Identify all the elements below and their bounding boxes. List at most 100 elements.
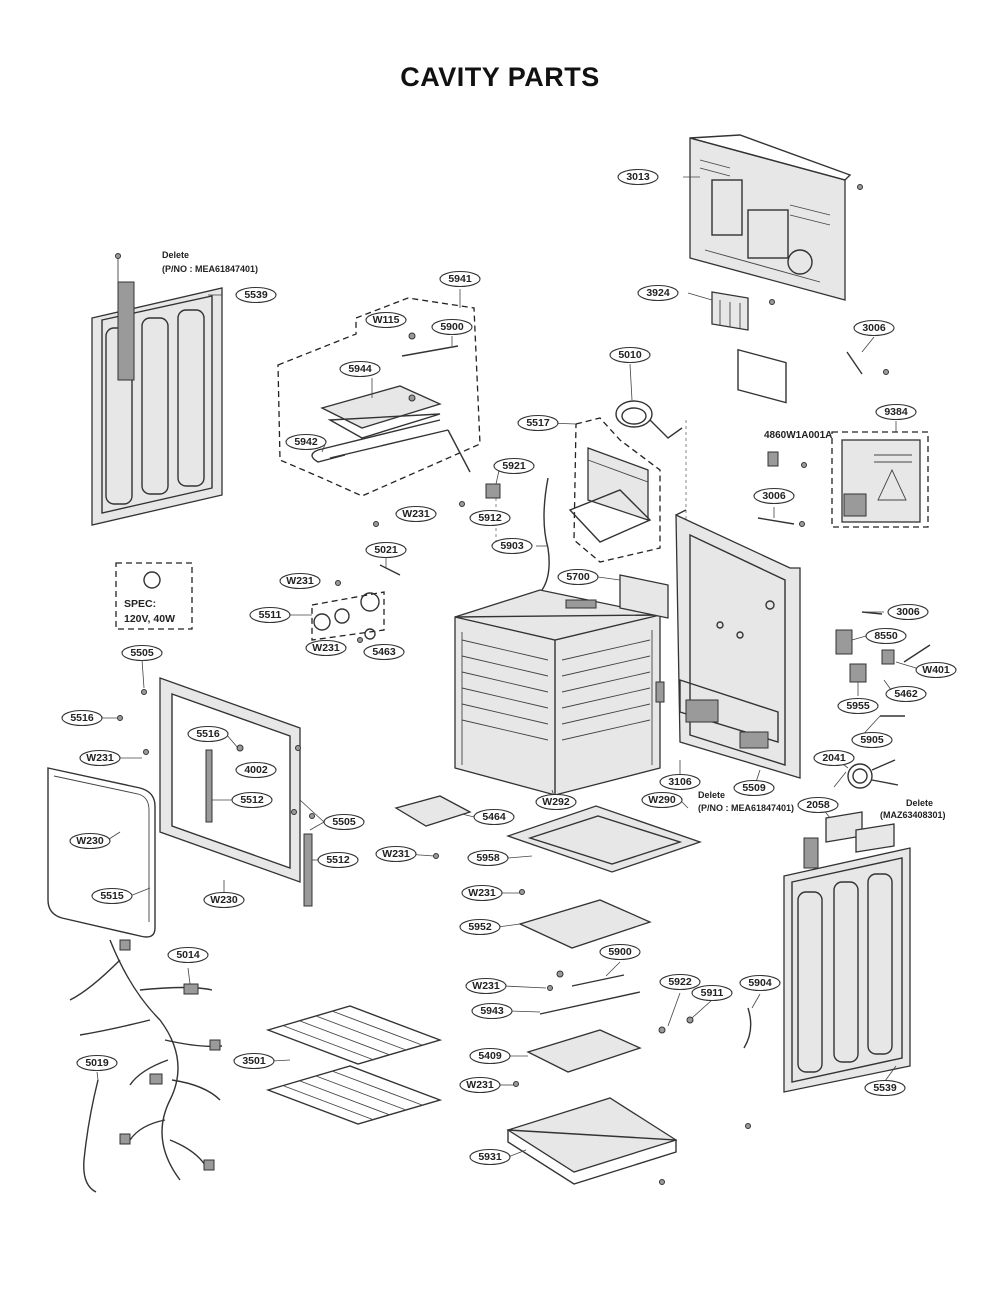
callout: 5952 (459, 918, 501, 936)
note-pno-top-left: (P/NO : MEA61847401) (162, 264, 258, 274)
svg-text:4002: 4002 (244, 764, 268, 776)
svg-text:5516: 5516 (196, 728, 220, 740)
callout: 5904 (739, 974, 781, 992)
back-panel-drawing (689, 134, 863, 404)
svg-text:5014: 5014 (176, 949, 200, 961)
svg-text:W292: W292 (542, 796, 570, 808)
callout: 5900 (599, 943, 641, 961)
svg-text:5517: 5517 (526, 417, 550, 429)
callout: W231 (79, 749, 121, 767)
svg-text:5019: 5019 (85, 1057, 109, 1069)
callout: W290 (641, 791, 683, 809)
kit-9384-outline (831, 431, 929, 528)
svg-text:5464: 5464 (482, 811, 506, 823)
svg-text:W230: W230 (210, 894, 238, 906)
svg-text:9384: 9384 (884, 406, 908, 418)
callout: 5516 (187, 725, 229, 743)
callout: W231 (465, 977, 507, 995)
wire-5903-drawing (541, 477, 550, 591)
svg-text:3006: 3006 (862, 322, 886, 334)
callout: 3006 (753, 487, 795, 505)
svg-text:W231: W231 (466, 1079, 494, 1091)
svg-text:2058: 2058 (806, 799, 830, 811)
callout: 5511 (249, 606, 291, 624)
svg-text:5010: 5010 (618, 349, 642, 361)
svg-text:5955: 5955 (846, 700, 870, 712)
callout: 5512 (317, 851, 359, 869)
part-8550-drawing (835, 629, 853, 655)
rear-frame-5509-drawing (675, 509, 801, 779)
svg-text:W231: W231 (468, 887, 496, 899)
svg-text:5021: 5021 (374, 544, 398, 556)
light-5511-outline (311, 591, 385, 641)
svg-text:3006: 3006 (896, 606, 920, 618)
plate-5952-drawing (518, 899, 652, 949)
front-frame-drawing (117, 677, 315, 907)
callout: 3501 (233, 1052, 275, 1070)
callout: 5943 (471, 1002, 513, 1020)
tray-5931-drawing (506, 1097, 751, 1185)
svg-text:5943: 5943 (480, 1005, 504, 1017)
broil-group-5941-outline (277, 297, 481, 497)
svg-text:5905: 5905 (860, 734, 884, 746)
svg-text:3106: 3106 (668, 776, 692, 788)
duct-5517-outline (573, 417, 661, 563)
callout: 3006 (887, 603, 929, 621)
spec-box (115, 562, 193, 630)
callout: W231 (459, 1076, 501, 1094)
callout: 3924 (637, 284, 679, 302)
callout: 5515 (91, 887, 133, 905)
svg-text:W231: W231 (286, 575, 314, 587)
callout: 5941 (439, 270, 481, 288)
callout: 3106 (659, 773, 701, 791)
callout: W231 (461, 884, 503, 902)
leader-lines (96, 176, 917, 1158)
page-title: CAVITY PARTS (400, 62, 600, 92)
callout: 2058 (797, 796, 839, 814)
callout: 5517 (517, 414, 559, 432)
callout: 8550 (865, 627, 907, 645)
svg-text:5463: 5463 (372, 646, 396, 658)
callout: 5912 (469, 509, 511, 527)
wire-harness-drawing (69, 939, 223, 1193)
callout: 3013 (617, 168, 659, 186)
callout: 5900 (431, 318, 473, 336)
svg-text:W115: W115 (373, 314, 400, 326)
callout: 5462 (885, 685, 927, 703)
svg-text:3006: 3006 (762, 490, 786, 502)
callout: 5516 (61, 709, 103, 727)
svg-text:2041: 2041 (822, 752, 846, 764)
callout: 5010 (609, 346, 651, 364)
svg-text:5904: 5904 (748, 977, 772, 989)
svg-text:5931: 5931 (478, 1151, 502, 1163)
callout: 5922 (659, 973, 701, 991)
spec-value: 120V, 40W (124, 613, 175, 625)
callout: 5509 (733, 779, 775, 797)
svg-text:5952: 5952 (468, 921, 492, 933)
callout: 2041 (813, 749, 855, 767)
cable-2041-drawing (847, 763, 873, 789)
svg-text:W230: W230 (76, 835, 104, 847)
svg-text:5944: 5944 (348, 363, 372, 375)
callout: 5958 (467, 849, 509, 867)
callout: 5942 (285, 433, 327, 451)
svg-text:5512: 5512 (240, 794, 264, 806)
note-part-4860: 4860W1A001A (764, 430, 832, 441)
callout: 5921 (493, 457, 535, 475)
oven-racks-drawing (265, 1005, 443, 1125)
part-5904-drawing (743, 1007, 752, 1049)
callout: 5505 (121, 644, 163, 662)
svg-text:5539: 5539 (244, 289, 268, 301)
callout: W231 (305, 639, 347, 657)
spec-label: SPEC: (124, 598, 156, 610)
svg-text:5505: 5505 (332, 816, 356, 828)
svg-text:W401: W401 (922, 664, 950, 676)
callout: 5539 (864, 1079, 906, 1097)
callout: 5931 (469, 1148, 511, 1166)
callout: 5021 (365, 541, 407, 559)
svg-text:5511: 5511 (259, 609, 282, 621)
callout: 5955 (837, 697, 879, 715)
svg-text:5921: 5921 (502, 460, 526, 472)
callout: 5905 (851, 731, 893, 749)
gasket-5515-drawing (47, 767, 156, 938)
